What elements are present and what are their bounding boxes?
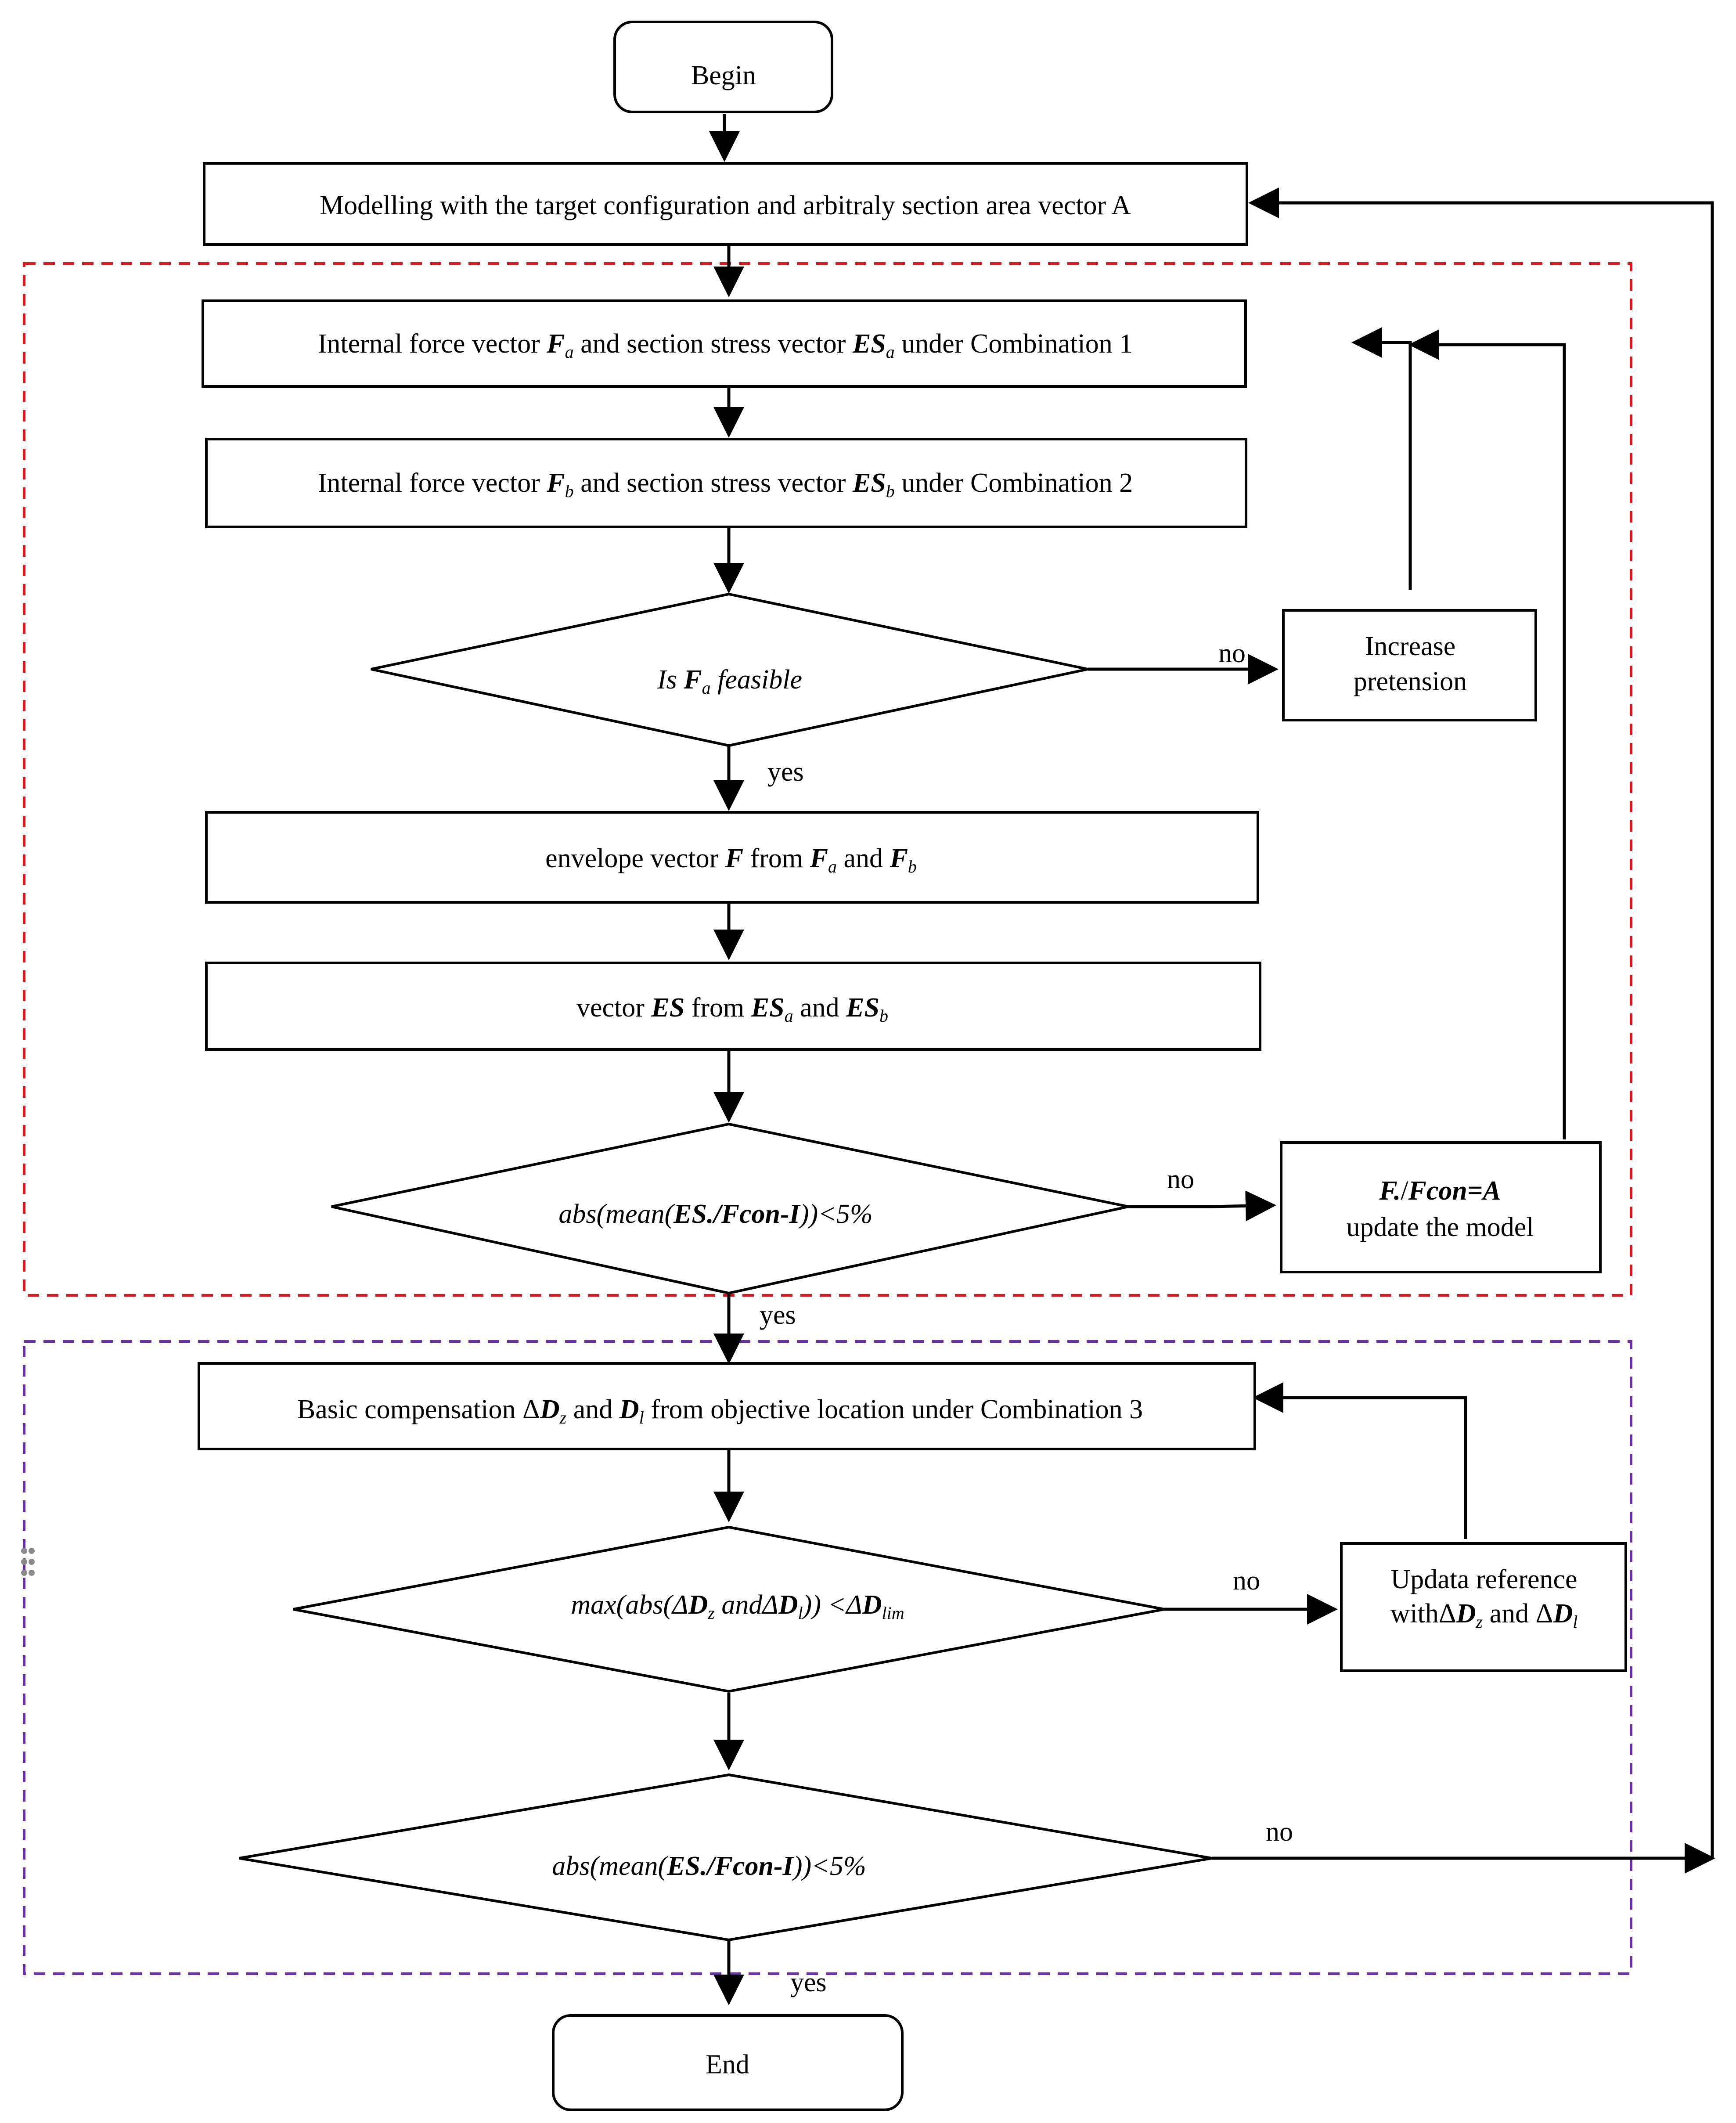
- deviation-limit-decision: [293, 1525, 1165, 1693]
- update-model-step: [1280, 1141, 1602, 1273]
- modelling-label: Modelling with the target configuration …: [320, 191, 1131, 220]
- connectors: [709, 114, 1715, 2005]
- convergence-decision-1: [331, 1122, 1129, 1295]
- yes-label-check2: yes: [790, 1968, 827, 1997]
- end-label: End: [706, 2050, 749, 2080]
- feasibility-decision: [371, 592, 1088, 747]
- begin-terminal: [613, 21, 833, 113]
- purple-dashed-region: [23, 1340, 1632, 1975]
- modelling-step: [203, 162, 1248, 246]
- vector-es-label: vector ES from ESa and ESb: [576, 993, 888, 1026]
- combination-2-step: [205, 438, 1247, 528]
- no-label-feasible: no: [1218, 638, 1246, 668]
- compensation-label: Basic compensation ΔDz and Dl from objec…: [297, 1395, 1143, 1427]
- updata-reference-sublabel: withΔDz and ΔDl: [1390, 1599, 1578, 1632]
- convergence-decision-2: [239, 1773, 1212, 1942]
- vector-es-step: [205, 962, 1261, 1051]
- convergence-label-1: abs(mean(ES./Fcon-I))<5%: [558, 1199, 872, 1229]
- yes-label-feasible: yes: [767, 757, 804, 787]
- combination-2-label: Internal force vector Fb and section str…: [318, 468, 1133, 501]
- red-dashed-region: [23, 262, 1632, 1297]
- updata-reference-step: [1340, 1542, 1627, 1672]
- updata-reference-label: Updata reference: [1390, 1564, 1577, 1594]
- update-model-label: F./Fcon=A: [1379, 1176, 1501, 1206]
- envelope-label: envelope vector F from Fa and Fb: [545, 843, 917, 876]
- update-model-sublabel: update the model: [1347, 1212, 1534, 1242]
- envelope-step: [205, 811, 1259, 904]
- grip-icon: [21, 1548, 35, 1576]
- combination-1-step: [202, 299, 1247, 388]
- deviation-limit-label: max(abs(ΔDz andΔDl)) <ΔDlim: [571, 1590, 904, 1623]
- no-label-check2: no: [1266, 1817, 1293, 1847]
- no-label-max: no: [1233, 1566, 1260, 1596]
- yes-label-check1: yes: [760, 1300, 796, 1330]
- combination-1-label: Internal force vector Fa and section str…: [318, 329, 1133, 362]
- increase-pretension-step: [1282, 609, 1537, 721]
- begin-label: Begin: [691, 61, 756, 90]
- end-terminal: [552, 2014, 904, 2111]
- no-label-check1: no: [1167, 1164, 1194, 1194]
- convergence-label-2: abs(mean(ES./Fcon-I))<5%: [552, 1851, 866, 1881]
- compensation-step: [198, 1362, 1256, 1450]
- feasibility-label: Is Fa feasible: [657, 665, 802, 698]
